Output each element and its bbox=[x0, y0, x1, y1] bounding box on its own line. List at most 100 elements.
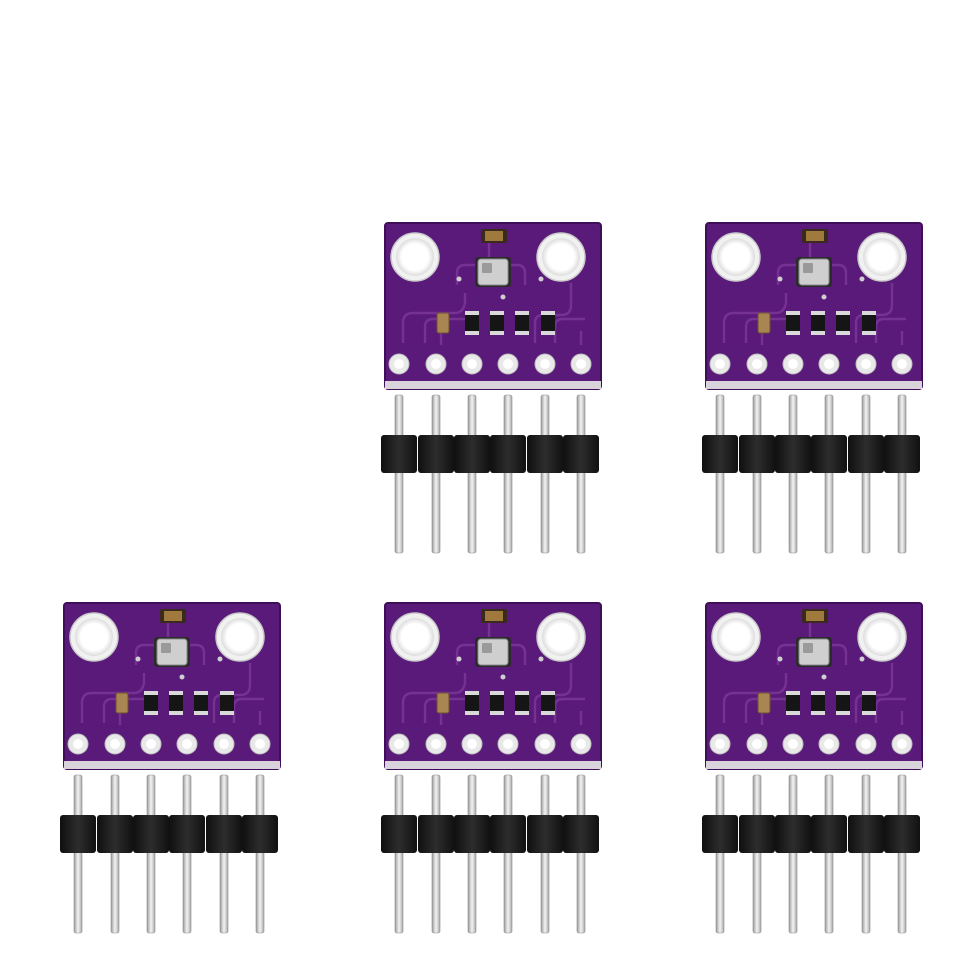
header-plastic-block bbox=[848, 435, 884, 473]
via bbox=[859, 656, 865, 662]
pin-pad-hole bbox=[897, 739, 907, 749]
header-pin bbox=[219, 774, 229, 934]
pin-pad-hole bbox=[824, 739, 834, 749]
smd-resistor bbox=[169, 691, 183, 715]
pcb-bottom-edge bbox=[385, 381, 601, 389]
via bbox=[135, 656, 141, 662]
pcb-bottom-edge bbox=[385, 761, 601, 769]
header-pin bbox=[897, 394, 907, 554]
header-pin bbox=[503, 774, 513, 934]
smd-resistor bbox=[515, 691, 529, 715]
sensor-chip-vent bbox=[803, 643, 813, 653]
header-plastic-block bbox=[381, 815, 417, 853]
smd-resistor-cap bbox=[541, 331, 555, 335]
header-plastic-block bbox=[702, 435, 738, 473]
smd-resistor bbox=[836, 311, 850, 335]
smd-resistor bbox=[465, 311, 479, 335]
smd-resistor-cap bbox=[836, 691, 850, 695]
via bbox=[777, 656, 783, 662]
via bbox=[538, 656, 544, 662]
sensor-module-bottom-middle bbox=[381, 602, 602, 934]
via bbox=[777, 276, 783, 282]
smd-resistor-cap bbox=[541, 711, 555, 715]
pin-pad-hole bbox=[431, 359, 441, 369]
trace bbox=[744, 317, 798, 343]
pin-pad-hole bbox=[503, 359, 513, 369]
header-plastic-block bbox=[775, 815, 811, 853]
header-pin bbox=[146, 774, 156, 934]
header-plastic-block bbox=[454, 435, 490, 473]
trace bbox=[455, 263, 481, 285]
sensor-chip-vent bbox=[803, 263, 813, 273]
smd-resistor-cap bbox=[786, 691, 800, 695]
header-pin bbox=[788, 394, 798, 554]
header-pin bbox=[576, 774, 586, 934]
smd-resistor bbox=[836, 691, 850, 715]
smd-resistor bbox=[515, 311, 529, 335]
pin-pad-hole bbox=[182, 739, 192, 749]
smd-resistor-cap bbox=[169, 711, 183, 715]
header-pin bbox=[467, 394, 477, 554]
trace bbox=[102, 697, 156, 723]
header-pin bbox=[540, 394, 550, 554]
trace bbox=[455, 643, 481, 665]
mounting-hole bbox=[717, 238, 755, 276]
smd-resistor-cap bbox=[465, 711, 479, 715]
pcb-bottom-edge bbox=[64, 761, 280, 769]
smd-resistor-cap bbox=[465, 331, 479, 335]
pcb-board bbox=[63, 602, 281, 770]
header-pin bbox=[182, 774, 192, 934]
pin-pad-hole bbox=[110, 739, 120, 749]
header-pin bbox=[467, 774, 477, 934]
pin-pad-hole bbox=[897, 359, 907, 369]
mounting-hole bbox=[396, 238, 434, 276]
trace bbox=[776, 643, 802, 665]
smd-capacitor-body bbox=[164, 611, 182, 621]
header-plastic-block bbox=[418, 815, 454, 853]
pin-pad-hole bbox=[715, 739, 725, 749]
header-pin bbox=[394, 394, 404, 554]
pin-pad-hole bbox=[824, 359, 834, 369]
trace bbox=[553, 697, 585, 723]
smd-resistor bbox=[862, 691, 876, 715]
header-pin bbox=[255, 774, 265, 934]
header-pin bbox=[576, 394, 586, 554]
pin-header bbox=[702, 774, 920, 934]
trace bbox=[134, 643, 160, 665]
trace bbox=[505, 643, 527, 665]
header-plastic-block bbox=[242, 815, 278, 853]
header-plastic-block bbox=[490, 815, 526, 853]
smd-resistor-cap bbox=[490, 691, 504, 695]
smd-resistor-cap bbox=[465, 311, 479, 315]
smd-capacitor-body bbox=[485, 611, 503, 621]
pin-header bbox=[702, 394, 920, 554]
smd-resistor-cap bbox=[836, 711, 850, 715]
smd-resistor-cap bbox=[465, 691, 479, 695]
mounting-hole bbox=[863, 618, 901, 656]
mounting-hole bbox=[717, 618, 755, 656]
pin-pad-hole bbox=[861, 359, 871, 369]
trace bbox=[423, 317, 477, 343]
pin-pad-hole bbox=[540, 739, 550, 749]
header-pin bbox=[752, 394, 762, 554]
smd-resistor bbox=[144, 691, 158, 715]
sensor-chip-vent bbox=[482, 643, 492, 653]
header-plastic-block bbox=[702, 815, 738, 853]
pin-pad-hole bbox=[788, 739, 798, 749]
smd-resistor-cap bbox=[541, 691, 555, 695]
smd-resistor bbox=[194, 691, 208, 715]
mounting-hole bbox=[75, 618, 113, 656]
smd-resistor-cap bbox=[490, 311, 504, 315]
header-plastic-block bbox=[454, 815, 490, 853]
smd-resistor-cap bbox=[862, 331, 876, 335]
pin-pad-hole bbox=[752, 359, 762, 369]
pin-header bbox=[381, 774, 599, 934]
header-plastic-block bbox=[60, 815, 96, 853]
smd-resistor bbox=[490, 311, 504, 335]
mounting-hole bbox=[542, 618, 580, 656]
header-plastic-block bbox=[206, 815, 242, 853]
smd-resistor bbox=[811, 691, 825, 715]
smd-resistor-cap bbox=[515, 311, 529, 315]
pin-pad-hole bbox=[146, 739, 156, 749]
smd-capacitor-left bbox=[757, 692, 771, 714]
